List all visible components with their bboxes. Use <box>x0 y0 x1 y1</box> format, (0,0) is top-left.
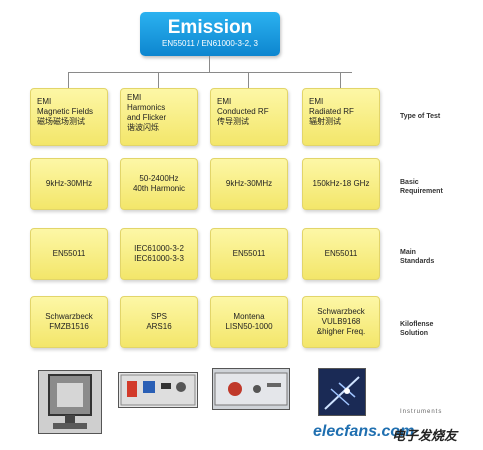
connector-col1 <box>68 72 69 88</box>
req-box-harmonics: 50-2400Hz 40th Harmonic <box>120 158 198 210</box>
sol-box-harmonics: SPS ARS16 <box>120 296 198 348</box>
connector-bus <box>68 72 352 73</box>
photo-radiated-antenna <box>318 368 366 416</box>
test-box-radiated: EMI Radiated RF 辐射测试 <box>302 88 380 146</box>
connector-trunk <box>209 56 210 73</box>
lisn-image <box>214 372 288 406</box>
test-box-magnetic: EMI Magnetic Fields 磁场磁场测试 <box>30 88 108 146</box>
req-box-conducted: 9kHz-30MHz <box>210 158 288 210</box>
std-box-magnetic: EN55011 <box>30 228 108 280</box>
header-box: Emission EN55011 / EN61000-3-2, 3 <box>140 12 280 56</box>
connector-col3 <box>248 72 249 88</box>
magnetic-antenna-image <box>48 374 92 429</box>
std-box-harmonics: IEC61000-3-2 IEC61000-3-3 <box>120 228 198 280</box>
test-box-conducted: EMI Conducted RF 传导测试 <box>210 88 288 146</box>
connector-col2 <box>158 72 159 88</box>
row-label-type-of-test: Type of Test <box>400 113 441 120</box>
photo-magnetic-antenna <box>38 370 102 434</box>
photo-harmonics-analyzer <box>118 372 198 408</box>
sol-box-conducted: Montena LISN50-1000 <box>210 296 288 348</box>
req-box-magnetic: 9kHz-30MHz <box>30 158 108 210</box>
site-logo-chinese: 电子发烧友 <box>392 429 458 444</box>
site-logo: elecfans.com <box>313 423 415 440</box>
radiated-antenna-image <box>324 376 360 410</box>
harmonics-analyzer-image <box>120 374 196 406</box>
row-label-solution: Kiloflense Solution <box>400 321 434 337</box>
photo-lisn <box>212 368 290 410</box>
sol-box-magnetic: Schwarzbeck FMZB1516 <box>30 296 108 348</box>
footer-note: Instruments <box>400 409 443 415</box>
test-box-harmonics: EMI Harmonics and Flicker 谐波闪烁 <box>120 88 198 146</box>
row-label-main-standards: Main Standards <box>400 249 435 265</box>
row-label-basic-requirement: Basic Requirement <box>400 179 443 195</box>
req-box-radiated: 150kHz-18 GHz <box>302 158 380 210</box>
sol-box-radiated: Schwarzbeck VULB9168 &higher Freq. <box>302 296 380 348</box>
std-box-conducted: EN55011 <box>210 228 288 280</box>
connector-col4 <box>340 72 341 88</box>
std-box-radiated: EN55011 <box>302 228 380 280</box>
header-title: Emission <box>167 17 253 38</box>
header-subtitle: EN55011 / EN61000-3-2, 3 <box>162 39 258 48</box>
